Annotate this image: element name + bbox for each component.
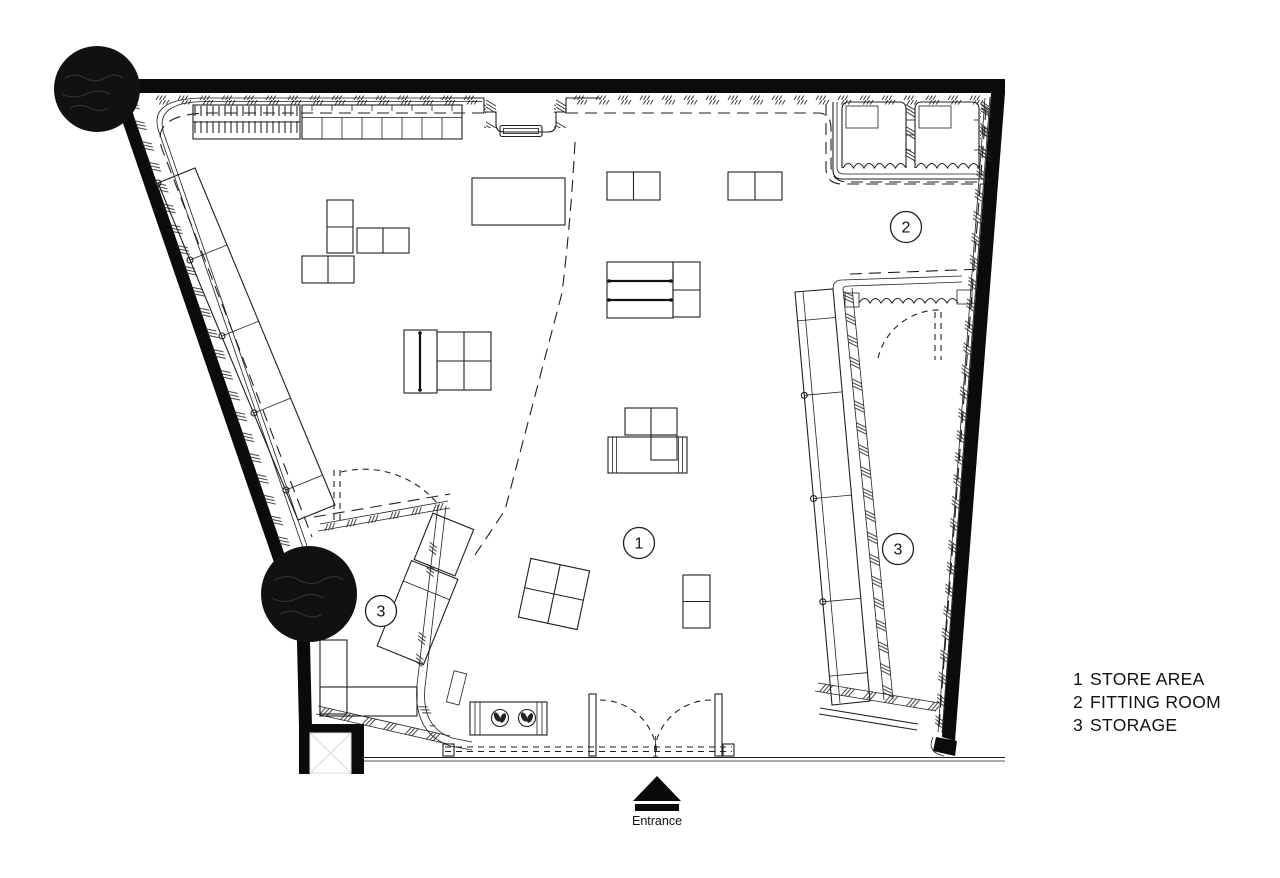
legend: 1 STORE AREA 2 FITTING ROOM 3 STORAGE	[1073, 668, 1221, 737]
entrance-doors	[442, 693, 735, 758]
door-swing-arc	[877, 309, 942, 359]
room-marker-fitting-room: 2	[889, 210, 923, 244]
tree-column-top-left	[54, 46, 140, 132]
room-marker-number: 3	[377, 604, 386, 621]
center-table-with-bench	[607, 407, 688, 474]
display-table-pair-b	[727, 171, 783, 201]
entrance-arrow-icon	[633, 776, 681, 801]
door-swing-arc	[340, 468, 438, 504]
tree-column-bottom-left	[261, 546, 357, 642]
legend-item-storage: 3 STORAGE	[1073, 714, 1221, 737]
right-wall-return	[933, 737, 957, 756]
storefront-line	[363, 756, 1005, 762]
storage-partition-wall	[832, 275, 963, 701]
entrance-marker: Entrance	[632, 776, 682, 828]
room-marker-number: 2	[902, 220, 911, 237]
storage-bottom-wall	[814, 682, 945, 757]
niche-counter	[499, 124, 543, 138]
room-marker-storage-main: 3	[881, 532, 915, 566]
perimeter-walls	[114, 79, 1005, 756]
fitting-rooms	[825, 101, 991, 185]
room-marker-storage-secondary: 3	[364, 594, 398, 628]
storage-sofa	[376, 512, 475, 666]
room-marker-number: 3	[894, 542, 903, 559]
legend-item-fitting-room: 2 FITTING ROOM	[1073, 691, 1221, 714]
legend-item-store-area: 1 STORE AREA	[1073, 668, 1221, 691]
display-table-cluster-1	[301, 199, 410, 284]
entrance-label: Entrance	[632, 814, 682, 828]
room-marker-store-area: 1	[622, 526, 656, 560]
door-swing-arc	[653, 699, 712, 758]
storage-main-room	[794, 275, 973, 757]
fitting-bench	[845, 105, 879, 129]
legend-number: 3	[1073, 715, 1084, 735]
storage-left-door	[333, 468, 438, 520]
garment-rack-with-table-left	[403, 329, 492, 394]
plant-icon	[490, 708, 510, 728]
shaft-room	[299, 724, 364, 774]
fitting-bench	[918, 105, 952, 129]
fitting-stall-2	[910, 101, 980, 170]
door-swing-arc	[599, 699, 658, 758]
small-display-table	[682, 574, 711, 629]
store-area-dashed-boundary	[470, 141, 576, 562]
storage-left-top-wall	[313, 493, 451, 532]
room-marker-number: 1	[635, 536, 644, 553]
curtain	[915, 162, 980, 170]
storage-bench	[319, 639, 468, 717]
storage-left-bottom-wall	[315, 705, 451, 745]
legend-number: 1	[1073, 669, 1084, 689]
plant-icon	[517, 708, 537, 728]
legend-label: STORE AREA	[1090, 669, 1205, 689]
storage-long-rack	[794, 288, 871, 706]
top-garment-rack	[192, 104, 301, 140]
curtain	[842, 162, 907, 170]
rotated-display-table	[517, 557, 591, 631]
center-garment-rack	[606, 261, 701, 319]
wall-niche-display	[440, 97, 600, 138]
curtain	[858, 297, 959, 305]
plant-bench	[469, 701, 548, 736]
storage-curtain-door	[844, 289, 973, 360]
storage-left-right-wall	[414, 504, 473, 751]
storage-secondary-room	[313, 468, 475, 751]
legend-number: 2	[1073, 692, 1084, 712]
legend-label: FITTING ROOM	[1090, 692, 1221, 712]
display-table-pair-a	[606, 171, 661, 201]
legend-label: STORAGE	[1090, 715, 1178, 735]
fitting-stall-1	[841, 101, 911, 170]
left-wall-rack	[154, 167, 336, 521]
top-shelf-compartments	[301, 104, 463, 140]
large-display-table	[471, 177, 566, 226]
